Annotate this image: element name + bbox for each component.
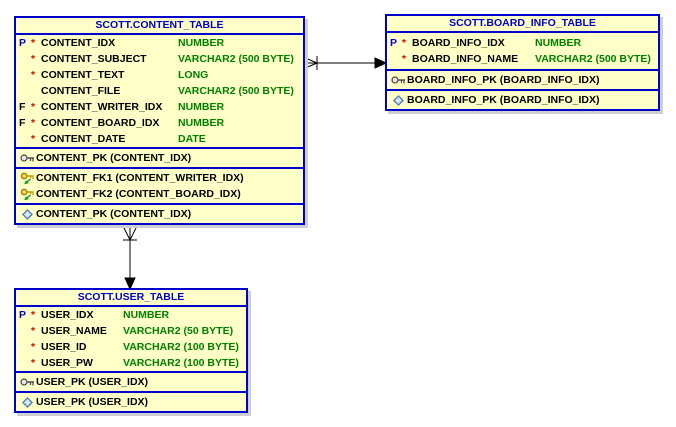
foreign-key-icon (19, 172, 36, 185)
pk-flag: P (390, 37, 398, 49)
column-row[interactable]: P * BOARD_INFO_IDX NUMBER (387, 35, 658, 51)
column-type: NUMBER (178, 117, 225, 129)
mandatory-star: * (31, 309, 36, 321)
mandatory-star: * (31, 37, 36, 49)
column-type: VARCHAR2 (50 BYTE) (123, 325, 234, 337)
table-title[interactable]: SCOTT.BOARD_INFO_TABLE (387, 16, 658, 33)
column-name: CONTENT_TEXT (41, 69, 125, 81)
unique-key-section: USER_PK (USER_IDX) (16, 393, 246, 411)
column-name: USER_IDX (41, 309, 94, 321)
column-row[interactable]: * USER_PW VARCHAR2 (100 BYTE) (16, 355, 246, 371)
unique-key-row[interactable]: BOARD_INFO_PK (BOARD_INFO_IDX) (387, 92, 658, 108)
relationship-content-to-user[interactable] (122, 225, 138, 291)
column-row[interactable]: * CONTENT_SUBJECT VARCHAR2 (500 BYTE) (16, 51, 303, 67)
column-name: USER_PW (41, 357, 93, 369)
column-row[interactable]: P * USER_IDX NUMBER (16, 307, 246, 323)
table-title[interactable]: SCOTT.USER_TABLE (16, 290, 246, 307)
column-row[interactable]: * CONTENT_DATE DATE (16, 131, 303, 147)
unique-key-section: BOARD_INFO_PK (BOARD_INFO_IDX) (387, 91, 658, 109)
primary-key-section: BOARD_INFO_PK (BOARD_INFO_IDX) (387, 71, 658, 91)
column-name: BOARD_INFO_IDX (412, 37, 505, 49)
primary-key-row[interactable]: BOARD_INFO_PK (BOARD_INFO_IDX) (387, 72, 658, 88)
primary-key-section: CONTENT_PK (CONTENT_IDX) (16, 149, 303, 169)
fk-flag: F (19, 117, 26, 129)
mandatory-star: * (31, 133, 36, 145)
foreign-key-label: CONTENT_FK2 (CONTENT_BOARD_IDX) (36, 188, 241, 200)
unique-key-label: BOARD_INFO_PK (BOARD_INFO_IDX) (407, 94, 600, 106)
table-title[interactable]: SCOTT.CONTENT_TABLE (16, 18, 303, 35)
column-row[interactable]: P * CONTENT_IDX NUMBER (16, 35, 303, 51)
fk-flag: F (19, 101, 26, 113)
column-type: VARCHAR2 (100 BYTE) (123, 357, 239, 369)
column-row[interactable]: * USER_NAME VARCHAR2 (50 BYTE) (16, 323, 246, 339)
mandatory-star: * (402, 37, 407, 49)
column-type: NUMBER (123, 309, 170, 321)
unique-key-row[interactable]: USER_PK (USER_IDX) (16, 394, 246, 410)
column-type: VARCHAR2 (500 BYTE) (535, 53, 651, 65)
columns-section: P * USER_IDX NUMBER * USER_NAME VARCHAR2… (16, 307, 246, 373)
primary-key-label: BOARD_INFO_PK (BOARD_INFO_IDX) (407, 74, 600, 86)
columns-section: P * CONTENT_IDX NUMBER * CONTENT_SUBJECT… (16, 35, 303, 149)
primary-key-row[interactable]: USER_PK (USER_IDX) (16, 374, 246, 390)
foreign-key-section: CONTENT_FK1 (CONTENT_WRITER_IDX) CONTENT… (16, 169, 303, 205)
diamond-icon (19, 208, 36, 220)
table-scott-content-table[interactable]: SCOTT.CONTENT_TABLE P * CONTENT_IDX NUMB… (14, 16, 305, 225)
column-name: CONTENT_SUBJECT (41, 53, 147, 65)
column-row[interactable]: * USER_ID VARCHAR2 (100 BYTE) (16, 339, 246, 355)
mandatory-star: * (31, 69, 36, 81)
column-type: VARCHAR2 (500 BYTE) (178, 85, 294, 97)
diamond-icon (19, 396, 36, 408)
unique-key-section: CONTENT_PK (CONTENT_IDX) (16, 205, 303, 223)
table-scott-user-table[interactable]: SCOTT.USER_TABLE P * USER_IDX NUMBER * U… (14, 288, 248, 413)
mandatory-star: * (31, 325, 36, 337)
column-name: CONTENT_DATE (41, 133, 126, 145)
column-name: CONTENT_FILE (41, 85, 121, 97)
column-row[interactable]: * BOARD_INFO_NAME VARCHAR2 (500 BYTE) (387, 51, 658, 67)
mandatory-star: * (31, 357, 36, 369)
column-row[interactable]: * CONTENT_TEXT LONG (16, 67, 303, 83)
key-icon (19, 153, 36, 163)
column-type: VARCHAR2 (100 BYTE) (123, 341, 239, 353)
mandatory-star: * (402, 53, 407, 65)
unique-key-row[interactable]: CONTENT_PK (CONTENT_IDX) (16, 206, 303, 222)
column-row[interactable]: F * CONTENT_WRITER_IDX NUMBER (16, 99, 303, 115)
primary-key-label: CONTENT_PK (CONTENT_IDX) (36, 152, 192, 164)
relationship-content-to-board-info[interactable] (302, 56, 388, 70)
table-scott-board-info-table[interactable]: SCOTT.BOARD_INFO_TABLE P * BOARD_INFO_ID… (385, 14, 660, 111)
column-type: NUMBER (535, 37, 582, 49)
primary-key-label: USER_PK (USER_IDX) (36, 376, 149, 388)
column-name: USER_NAME (41, 325, 107, 337)
column-name: USER_ID (41, 341, 87, 353)
foreign-key-row[interactable]: CONTENT_FK1 (CONTENT_WRITER_IDX) (16, 170, 303, 186)
column-type: LONG (178, 69, 209, 81)
mandatory-star: * (31, 117, 36, 129)
column-name: CONTENT_IDX (41, 37, 116, 49)
key-icon (390, 75, 407, 85)
mandatory-star: * (31, 101, 36, 113)
foreign-key-icon (19, 188, 36, 201)
column-row[interactable]: F * CONTENT_BOARD_IDX NUMBER (16, 115, 303, 131)
column-name: CONTENT_WRITER_IDX (41, 101, 163, 113)
primary-key-section: USER_PK (USER_IDX) (16, 373, 246, 393)
column-name: CONTENT_BOARD_IDX (41, 117, 160, 129)
column-row[interactable]: CONTENT_FILE VARCHAR2 (500 BYTE) (16, 83, 303, 99)
column-type: NUMBER (178, 37, 225, 49)
unique-key-label: USER_PK (USER_IDX) (36, 396, 149, 408)
diamond-icon (390, 94, 407, 106)
column-type: DATE (178, 133, 206, 145)
pk-flag: P (19, 37, 27, 49)
column-type: NUMBER (178, 101, 225, 113)
foreign-key-row[interactable]: CONTENT_FK2 (CONTENT_BOARD_IDX) (16, 186, 303, 202)
unique-key-label: CONTENT_PK (CONTENT_IDX) (36, 208, 192, 220)
foreign-key-label: CONTENT_FK1 (CONTENT_WRITER_IDX) (36, 172, 244, 184)
mandatory-star: * (31, 53, 36, 65)
pk-flag: P (19, 309, 27, 321)
key-icon (19, 377, 36, 387)
columns-section: P * BOARD_INFO_IDX NUMBER * BOARD_INFO_N… (387, 33, 658, 71)
column-name: BOARD_INFO_NAME (412, 53, 519, 65)
column-type: VARCHAR2 (500 BYTE) (178, 53, 294, 65)
mandatory-star: * (31, 341, 36, 353)
primary-key-row[interactable]: CONTENT_PK (CONTENT_IDX) (16, 150, 303, 166)
